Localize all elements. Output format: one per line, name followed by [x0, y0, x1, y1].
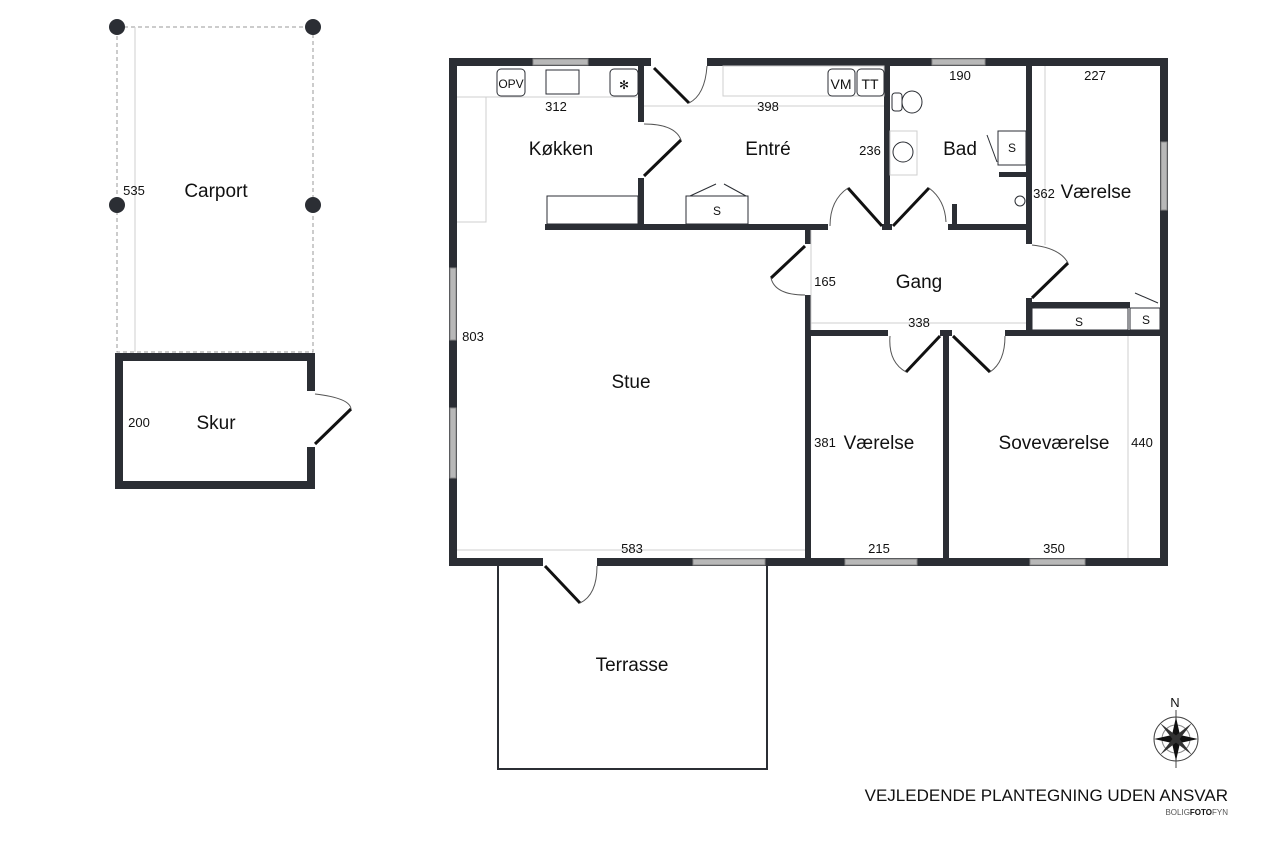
- oven: [496, 68, 526, 97]
- closet: [1031, 307, 1129, 331]
- closet-label: S: [1075, 315, 1083, 329]
- room-label-bad: Bad: [943, 139, 977, 160]
- oven-label: OPV: [498, 77, 523, 91]
- room-label-entre: Entré: [745, 139, 790, 160]
- shed-dimension: 200: [128, 415, 150, 430]
- dimension-label: 398: [757, 99, 779, 114]
- room-label-skur: Skur: [196, 413, 236, 434]
- washing-machine-label: VM: [831, 76, 852, 92]
- sink: [545, 69, 580, 95]
- doors: [543, 65, 1159, 605]
- room-label-carport: Carport: [184, 181, 248, 202]
- room-label-terrasse: Terrasse: [596, 655, 669, 676]
- closet-label: S: [1142, 313, 1150, 327]
- dimension-label: 338: [908, 315, 930, 330]
- window: [931, 58, 986, 66]
- dryer: [856, 68, 885, 97]
- brand-logo: BOLIGFOTOFYN: [1165, 808, 1228, 817]
- closet-label: S: [713, 204, 721, 218]
- dimension-label: 215: [868, 541, 890, 556]
- carport-post: [305, 19, 321, 35]
- dimension-label: 440: [1131, 435, 1153, 450]
- disclaimer-text: VEJLEDENDE PLANTEGNING UDEN ANSVAR: [865, 786, 1228, 805]
- dryer-label: TT: [861, 76, 879, 92]
- compass-rose-icon: N: [1153, 695, 1199, 768]
- compass-north-label: N: [1170, 695, 1179, 710]
- room-label-gang: Gang: [896, 272, 942, 293]
- carport-post: [305, 197, 321, 213]
- counter: [546, 195, 639, 225]
- fixtures: OPV ✻ VM TT S S S S: [457, 65, 1161, 551]
- room-label-vaerelse: Værelse: [844, 433, 915, 454]
- dimension-label: 165: [814, 274, 836, 289]
- room-label-stue: Stue: [611, 372, 650, 393]
- closet: [685, 195, 749, 225]
- carport-dimension: 535: [123, 183, 145, 198]
- dimension-label: 190: [949, 68, 971, 83]
- room-labels: Køkken Entré Bad Værelse Gang Stue Værel…: [529, 139, 1132, 454]
- closet: [1129, 307, 1161, 331]
- window: [692, 558, 766, 566]
- closet: [997, 130, 1027, 166]
- dimension-label: 362: [1033, 186, 1055, 201]
- dimension-label: 381: [814, 435, 836, 450]
- dimension-label: 236: [859, 143, 881, 158]
- carport-post: [109, 197, 125, 213]
- window: [449, 407, 457, 479]
- lamp-icon: [1014, 195, 1026, 207]
- shed: 200 Skur: [115, 353, 353, 489]
- washbasin: [889, 130, 918, 176]
- dimension-label: 803: [462, 329, 484, 344]
- window: [1160, 141, 1168, 211]
- dimension-label: 312: [545, 99, 567, 114]
- window: [532, 58, 589, 66]
- dimension-labels: 312 398 236 190 227 362 165 338 803 583 …: [462, 68, 1153, 556]
- snowflake-icon: ✻: [619, 78, 629, 92]
- carport: 535 Carport: [109, 19, 321, 353]
- toilet-icon: [901, 90, 923, 114]
- freezer-icon: [609, 68, 639, 97]
- terrace: Terrasse: [497, 566, 768, 770]
- room-label-vaerelse: Værelse: [1061, 182, 1132, 203]
- closet-label: S: [1008, 141, 1016, 155]
- washing-machine: [827, 68, 856, 97]
- room-label-kokken: Køkken: [529, 139, 593, 160]
- dimension-label: 227: [1084, 68, 1106, 83]
- dimension-label: 350: [1043, 541, 1065, 556]
- carport-post: [109, 19, 125, 35]
- dimension-label: 583: [621, 541, 643, 556]
- room-label-sovevaerelse: Soveværelse: [999, 433, 1110, 454]
- window: [1029, 558, 1086, 566]
- house-walls: [449, 58, 1168, 566]
- window: [844, 558, 918, 566]
- window: [449, 267, 457, 341]
